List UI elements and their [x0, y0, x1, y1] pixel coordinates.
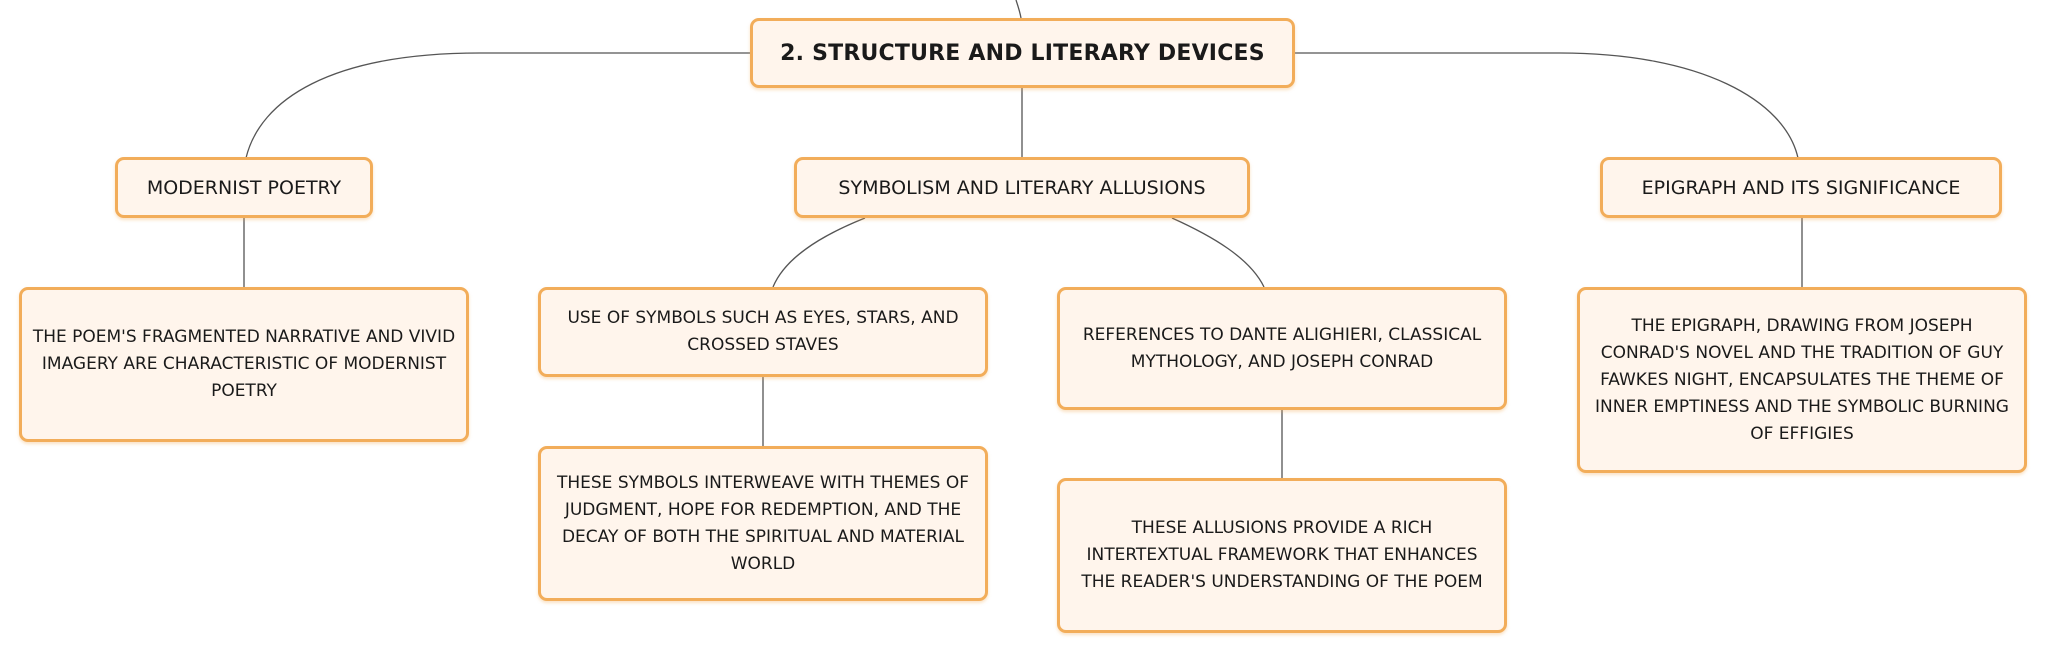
root-node[interactable]: 2. STRUCTURE AND LITERARY DEVICES: [750, 18, 1295, 88]
subtopic-modernist-characteristics[interactable]: THE POEM'S FRAGMENTED NARRATIVE AND VIVI…: [19, 287, 469, 442]
topic-modernist-poetry[interactable]: MODERNIST POETRY: [115, 157, 373, 218]
subtopic-use-of-symbols-label: USE OF SYMBOLS SUCH AS EYES, STARS, AND …: [567, 308, 959, 355]
subtopic-references[interactable]: REFERENCES TO DANTE ALIGHIERI, CLASSICAL…: [1057, 287, 1507, 410]
detail-allusions-framework-label: THESE ALLUSIONS PROVIDE A RICH INTERTEXT…: [1081, 518, 1483, 592]
connector-parent-to-root: [1015, 0, 1022, 19]
connector-symbolism-to-symbols: [772, 217, 866, 288]
subtopic-references-label: REFERENCES TO DANTE ALIGHIERI, CLASSICAL…: [1082, 324, 1482, 372]
detail-allusions-framework[interactable]: THESE ALLUSIONS PROVIDE A RICH INTERTEXT…: [1057, 478, 1507, 633]
detail-symbols-themes-label: THESE SYMBOLS INTERWEAVE WITH THEMES OF …: [556, 472, 969, 574]
topic-symbolism-allusions-label: SYMBOLISM AND LITERARY ALLUSIONS: [838, 176, 1206, 199]
detail-symbols-themes[interactable]: THESE SYMBOLS INTERWEAVE WITH THEMES OF …: [538, 446, 988, 601]
connector-root-to-modernist: [245, 52, 750, 159]
root-node-label: 2. STRUCTURE AND LITERARY DEVICES: [780, 40, 1265, 66]
topic-epigraph-significance-label: EPIGRAPH AND ITS SIGNIFICANCE: [1641, 176, 1961, 199]
subtopic-use-of-symbols[interactable]: USE OF SYMBOLS SUCH AS EYES, STARS, AND …: [538, 287, 988, 377]
topic-symbolism-allusions[interactable]: SYMBOLISM AND LITERARY ALLUSIONS: [794, 157, 1250, 218]
subtopic-epigraph-meaning[interactable]: THE EPIGRAPH, DRAWING FROM JOSEPH CONRAD…: [1577, 287, 2027, 473]
topic-modernist-poetry-label: MODERNIST POETRY: [146, 176, 342, 199]
topic-epigraph-significance[interactable]: EPIGRAPH AND ITS SIGNIFICANCE: [1600, 157, 2002, 218]
subtopic-modernist-characteristics-label: THE POEM'S FRAGMENTED NARRATIVE AND VIVI…: [32, 327, 456, 401]
connector-root-to-epigraph: [1295, 52, 1799, 159]
connector-symbolism-to-references: [1171, 217, 1265, 288]
subtopic-epigraph-meaning-label: THE EPIGRAPH, DRAWING FROM JOSEPH CONRAD…: [1595, 315, 2009, 444]
